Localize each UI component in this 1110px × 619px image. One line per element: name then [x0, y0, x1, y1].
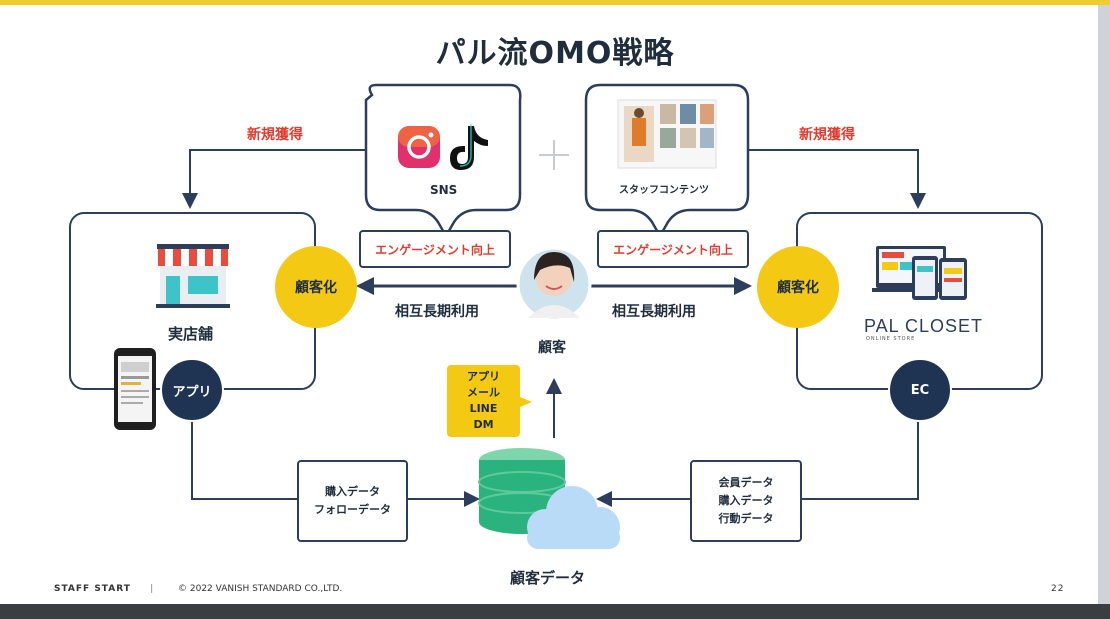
- conversion-right-label: 顧客化: [777, 280, 819, 296]
- staff-content-image: [617, 99, 717, 169]
- data-line: 購入データ: [718, 494, 774, 507]
- engagement-right-label: エンゲージメント向上: [613, 242, 733, 257]
- left-data-box: 購入データ フォローデータ: [297, 460, 408, 542]
- conversion-right-circle: 顧客化: [757, 246, 839, 328]
- devices-icon: [872, 246, 967, 300]
- data-line: 購入データ: [325, 485, 380, 498]
- data-line: 会員データ: [718, 476, 774, 489]
- customer-avatar: [516, 246, 592, 322]
- sns-label: SNS: [430, 183, 458, 197]
- conversion-left-circle: 顧客化: [275, 246, 357, 328]
- staff-content-label: スタッフコンテンツ: [619, 185, 709, 196]
- left-data-line: [191, 420, 297, 500]
- bottom-bar: [0, 604, 1110, 619]
- right-data-box: 会員データ 購入データ 行動データ: [690, 460, 802, 542]
- engagement-left-label: エンゲージメント向上: [375, 242, 495, 257]
- sns-bubble: [364, 83, 522, 239]
- acquisition-left-arrow: [182, 149, 366, 209]
- page-number: 22: [1051, 584, 1065, 594]
- instagram-icon: [398, 126, 440, 168]
- app-channel-label: アプリ: [172, 384, 212, 400]
- store-icon: [156, 244, 230, 308]
- acquisition-left-label: 新規獲得: [247, 127, 303, 143]
- channel-line: DM: [473, 418, 494, 431]
- channel-line: アプリ: [467, 370, 500, 383]
- acquisition-right-arrow: [748, 149, 926, 209]
- database-label: 顧客データ: [510, 569, 586, 587]
- tiktok-icon: [450, 124, 488, 170]
- footer-brand: STAFF START: [54, 584, 131, 594]
- cloud-icon: [527, 486, 620, 549]
- mutual-use-right-label: 相互長期利用: [612, 304, 696, 320]
- page-title: パル流OMO戦略: [435, 36, 675, 71]
- pal-closet-logo: PAL CLOSET: [864, 316, 984, 336]
- customer-label: 顧客: [538, 340, 566, 356]
- engagement-left-box: エンゲージメント向上: [359, 230, 511, 268]
- acquisition-right-label: 新規獲得: [799, 127, 855, 143]
- engagement-right-box: エンゲージメント向上: [597, 230, 749, 268]
- data-line: フォローデータ: [314, 503, 391, 516]
- conversion-left-label: 顧客化: [295, 280, 337, 296]
- top-accent-bar: [0, 0, 1110, 5]
- ec-channel-circle: EC: [888, 358, 952, 422]
- app-channel-circle: アプリ: [160, 358, 224, 422]
- right-data-line: [800, 420, 919, 500]
- smartphone-icon: [114, 348, 156, 430]
- right-edge: [1098, 5, 1110, 605]
- footer-separator: |: [150, 584, 155, 594]
- store-label: 実店舗: [168, 325, 214, 343]
- channel-line: メール: [467, 386, 500, 399]
- channel-line: LINE: [469, 402, 498, 415]
- data-line: 行動データ: [718, 512, 774, 525]
- footer-copyright: © 2022 VANISH STANDARD CO.,LTD.: [178, 584, 343, 594]
- pal-closet-sub: ONLINE STORE: [866, 336, 916, 342]
- channels-box: アプリ メール LINE DM: [447, 365, 520, 437]
- mutual-use-left-label: 相互長期利用: [395, 304, 479, 320]
- ec-channel-label: EC: [910, 382, 930, 398]
